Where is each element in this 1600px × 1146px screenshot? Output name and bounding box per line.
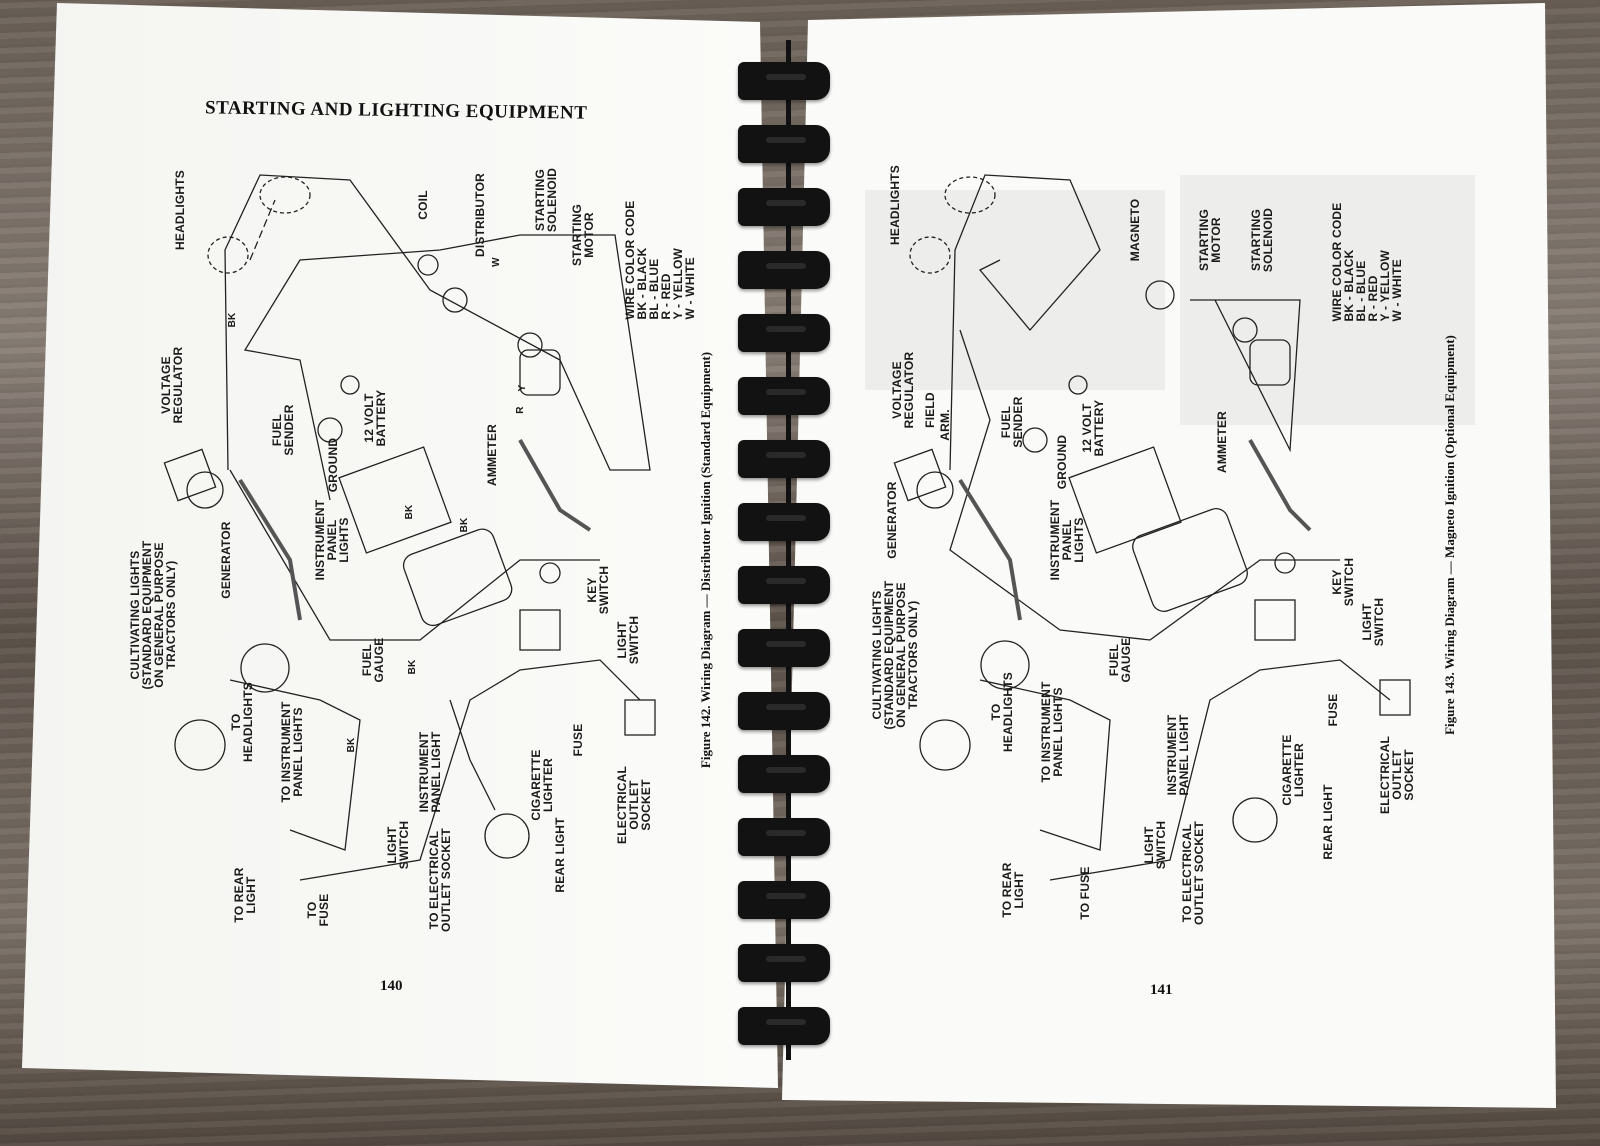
label-key-switch: KEY SWITCH bbox=[1330, 557, 1356, 607]
binding-coil bbox=[738, 62, 830, 100]
label-rear-light: REAR LIGHT bbox=[1321, 784, 1335, 860]
bleed-through-photo bbox=[865, 190, 1165, 390]
binding-coil bbox=[738, 755, 830, 793]
label-to-fuse: TO FUSE bbox=[305, 893, 331, 927]
label-to-rear-light: TO REAR LIGHT bbox=[232, 867, 258, 923]
label-cigarette-lighter: CIGARETTE LIGHTER bbox=[529, 749, 555, 821]
label-to-headlights: TO HEADLIGHTS bbox=[989, 672, 1015, 752]
label-magneto: MAGNETO bbox=[1128, 198, 1142, 262]
label-light-switch: LIGHT SWITCH bbox=[615, 615, 641, 665]
binding-coil bbox=[738, 629, 830, 667]
label-generator: GENERATOR bbox=[219, 521, 233, 599]
label-voltage-regulator: VOLTAGE REGULATOR bbox=[890, 351, 916, 429]
wire-code-mark: BK bbox=[407, 659, 418, 675]
wire-code-mark: Y bbox=[517, 384, 528, 392]
label-cultivating-lights: CULTIVATING LIGHTS (STANDARD EQUIPMENT O… bbox=[870, 580, 920, 730]
label-fuel-gauge: FUEL GAUGE bbox=[1107, 637, 1133, 683]
binding-coil bbox=[738, 566, 830, 604]
binding-coil bbox=[738, 881, 830, 919]
label-instrument-panel-light: INSTRUMENT PANEL LIGHT bbox=[417, 731, 443, 813]
label-key-switch: KEY SWITCH bbox=[585, 565, 611, 615]
label-light-switch-2: LIGHT SWITCH bbox=[385, 820, 411, 870]
figure-caption: Figure 142. Wiring Diagram — Distributor… bbox=[698, 351, 713, 769]
label-starting-motor: STARTING MOTOR bbox=[570, 203, 596, 267]
label-ammeter: AMMETER bbox=[485, 423, 499, 487]
label-to-instrument-panel-lights: TO INSTRUMENT PANEL LIGHTS bbox=[1039, 681, 1065, 783]
label-voltage-regulator: VOLTAGE REGULATOR bbox=[159, 346, 185, 424]
label-light-switch: LIGHT SWITCH bbox=[1360, 597, 1386, 647]
wire-code-mark: BK bbox=[346, 737, 357, 753]
label-light-switch-2: LIGHT SWITCH bbox=[1142, 820, 1168, 870]
label-to-instrument-panel-lights: TO INSTRUMENT PANEL LIGHTS bbox=[279, 701, 305, 803]
page-number: 140 bbox=[380, 978, 403, 994]
wire-code-mark: BK bbox=[459, 517, 470, 533]
wire-code-mark: BK bbox=[404, 504, 415, 520]
label-coil: COIL bbox=[416, 190, 430, 220]
label-battery: 12 VOLT BATTERY bbox=[1080, 399, 1106, 457]
binding-coil bbox=[738, 692, 830, 730]
label-starting-solenoid: STARTING SOLENOID bbox=[533, 167, 559, 233]
label-fuse: FUSE bbox=[571, 723, 585, 757]
label-generator: GENERATOR bbox=[885, 481, 899, 559]
binding-coil bbox=[738, 440, 830, 478]
label-headlights: HEADLIGHTS bbox=[173, 170, 187, 250]
label-to-headlights: TO HEADLIGHTS bbox=[229, 682, 255, 762]
binding-coil bbox=[738, 188, 830, 226]
label-instrument-panel-lights: INSTRUMENT PANEL LIGHTS bbox=[313, 499, 351, 581]
binding-coil bbox=[738, 314, 830, 352]
label-instrument-panel-lights: INSTRUMENT PANEL LIGHTS bbox=[1048, 499, 1086, 581]
binding-spine bbox=[786, 40, 791, 1060]
label-to-rear-light: TO REAR LIGHT bbox=[1000, 862, 1026, 918]
label-starting-motor: STARTING MOTOR bbox=[1197, 208, 1223, 272]
label-fuse: FUSE bbox=[1326, 693, 1340, 727]
binding-coil bbox=[738, 944, 830, 982]
label-to-electrical-outlet-socket: TO ELECTRICAL OUTLET SOCKET bbox=[1180, 821, 1206, 925]
binding-coil bbox=[738, 377, 830, 415]
label-to-fuse: TO FUSE bbox=[1078, 866, 1092, 920]
wire-color-code-legend: WIRE COLOR CODE BK - BLACK BL - BLUE R -… bbox=[1330, 202, 1404, 322]
label-field: FIELD bbox=[923, 392, 937, 428]
label-fuel-sender: FUEL SENDER bbox=[270, 404, 296, 456]
label-arm: ARM. bbox=[938, 409, 952, 441]
label-ammeter: AMMETER bbox=[1215, 410, 1229, 474]
label-to-electrical-outlet-socket: TO ELECTRICAL OUTLET SOCKET bbox=[427, 828, 453, 932]
binding-coil bbox=[738, 125, 830, 163]
label-headlights: HEADLIGHTS bbox=[888, 165, 902, 245]
wire-color-code-legend: WIRE COLOR CODE BK - BLACK BL - BLUE R -… bbox=[623, 200, 697, 320]
binding-coil bbox=[738, 251, 830, 289]
figure-caption: Figure 143. Wiring Diagram — Magneto Ign… bbox=[1442, 335, 1457, 735]
label-cigarette-lighter: CIGARETTE LIGHTER bbox=[1280, 734, 1306, 806]
label-starting-solenoid: STARTING SOLENOID bbox=[1249, 207, 1275, 273]
wire-code-mark: R bbox=[515, 406, 526, 414]
page-number: 141 bbox=[1150, 982, 1173, 998]
label-ground: GROUND bbox=[1055, 434, 1069, 490]
wire-code-mark: BK bbox=[227, 312, 238, 328]
label-fuel-gauge: FUEL GAUGE bbox=[360, 637, 386, 683]
label-fuel-sender: FUEL SENDER bbox=[999, 396, 1025, 448]
label-distributor: DISTRIBUTOR bbox=[473, 173, 487, 257]
label-electrical-outlet-socket: ELECTRICAL OUTLET SOCKET bbox=[615, 766, 653, 844]
label-electrical-outlet-socket: ELECTRICAL OUTLET SOCKET bbox=[1378, 736, 1416, 814]
binding-coil bbox=[738, 1007, 830, 1045]
binding-coil bbox=[738, 818, 830, 856]
binding-coil bbox=[738, 503, 830, 541]
label-battery: 12 VOLT BATTERY bbox=[362, 389, 388, 447]
label-instrument-panel-light: INSTRUMENT PANEL LIGHT bbox=[1165, 714, 1191, 796]
wire-code-mark: W bbox=[491, 257, 502, 267]
label-rear-light: REAR LIGHT bbox=[553, 817, 567, 893]
label-cultivating-lights: CULTIVATING LIGHTS (STANDARD EQUIPMENT O… bbox=[128, 540, 178, 690]
label-ground: GROUND bbox=[326, 437, 340, 493]
